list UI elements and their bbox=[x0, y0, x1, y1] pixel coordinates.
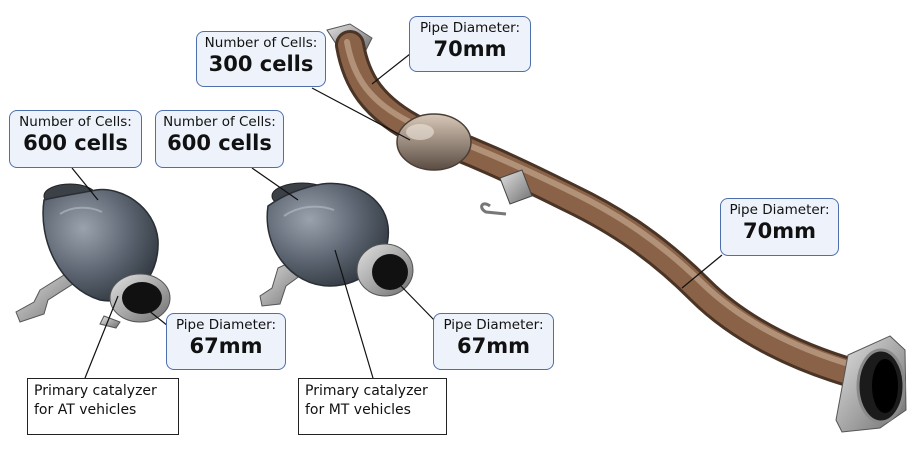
pipe-diameter-value: 67mm bbox=[189, 334, 263, 358]
pipe-diameter-callout-right: Pipe Diameter: 70mm bbox=[720, 198, 839, 256]
pipe-diameter-label: Pipe Diameter: bbox=[419, 20, 521, 36]
pipe-diameter-callout-mt: Pipe Diameter: 67mm bbox=[433, 313, 554, 370]
cells-label: Number of Cells: bbox=[163, 114, 276, 130]
at-catalyzer bbox=[15, 183, 171, 329]
pipe-diameter-label: Pipe Diameter: bbox=[729, 202, 830, 218]
mt-catalyzer bbox=[259, 182, 414, 307]
note-line-1: Primary catalyzer bbox=[34, 383, 157, 399]
cells-value: 300 cells bbox=[208, 52, 314, 76]
note-line-2: for AT vehicles bbox=[34, 402, 137, 418]
cells-value: 600 cells bbox=[23, 131, 128, 155]
cells-callout-mt: Number of Cells: 600 cells bbox=[155, 110, 284, 168]
leader-lines bbox=[71, 53, 723, 379]
mt-catalyzer-note: Primary catalyzer for MT vehicles bbox=[298, 378, 447, 435]
pipe-diameter-value: 67mm bbox=[457, 334, 530, 358]
note-line-1: Primary catalyzer bbox=[305, 383, 428, 399]
pipe-diameter-value: 70mm bbox=[433, 37, 507, 61]
front-pipe bbox=[326, 23, 907, 433]
cells-value: 600 cells bbox=[167, 131, 272, 155]
pipe-diameter-value: 70mm bbox=[743, 219, 816, 243]
note-line-2: for MT vehicles bbox=[305, 402, 411, 418]
pipe-diameter-label: Pipe Diameter: bbox=[443, 317, 544, 333]
at-catalyzer-note: Primary catalyzer for AT vehicles bbox=[27, 378, 179, 435]
cells-label: Number of Cells: bbox=[204, 35, 318, 51]
cells-label: Number of Cells: bbox=[19, 114, 132, 130]
pipe-diameter-callout-top: Pipe Diameter: 70mm bbox=[409, 16, 531, 72]
cells-callout-at: Number of Cells: 600 cells bbox=[9, 110, 142, 168]
cells-callout-300: Number of Cells: 300 cells bbox=[196, 31, 326, 87]
pipe-diameter-callout-at: Pipe Diameter: 67mm bbox=[166, 313, 286, 370]
pipe-diameter-label: Pipe Diameter: bbox=[175, 317, 277, 333]
